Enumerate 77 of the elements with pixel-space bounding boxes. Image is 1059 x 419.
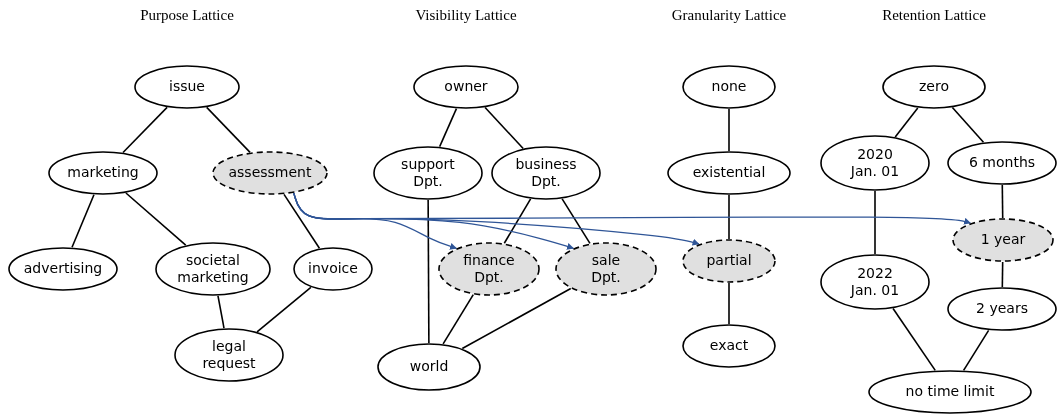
connector-line — [256, 286, 312, 333]
connector-line — [283, 193, 321, 250]
oval-node — [8, 247, 118, 291]
connector-line — [442, 293, 475, 345]
node-label: issue — [169, 78, 205, 96]
connector-line — [427, 199, 430, 344]
oval-node — [820, 135, 930, 191]
node-label: partial — [706, 252, 752, 270]
oval-node — [491, 146, 601, 200]
node-label: finance Dpt. — [462, 251, 516, 287]
connector-line — [894, 107, 919, 138]
node-label: 2 years — [976, 300, 1028, 318]
node-label: existential — [692, 164, 766, 182]
connector-line — [503, 198, 532, 245]
connector-line — [438, 107, 458, 148]
oval-node — [947, 141, 1057, 185]
connector-line — [122, 106, 168, 154]
connector-line — [951, 106, 985, 144]
node-label: assessment — [228, 164, 312, 182]
connector-line — [728, 194, 730, 240]
oval-node — [555, 242, 657, 296]
oval-node — [377, 343, 481, 391]
connector-line — [1001, 261, 1004, 288]
node-label: support Dpt. — [400, 155, 456, 191]
connector-line — [892, 307, 937, 372]
node-label: zero — [919, 78, 949, 96]
node-label: exact — [709, 337, 749, 355]
oval-node — [882, 65, 986, 109]
node-label: 6 months — [968, 154, 1036, 172]
node-label: societal marketing — [176, 251, 250, 287]
node-label: world — [409, 358, 449, 376]
lattice-title: Purpose Lattice — [140, 7, 234, 24]
connector-line — [71, 193, 95, 249]
connector-line — [561, 198, 591, 245]
node-label: business Dpt. — [514, 155, 578, 191]
oval-node — [134, 65, 240, 109]
connector-line — [125, 192, 187, 246]
connector-line — [217, 295, 225, 329]
oval-node — [682, 65, 776, 109]
oval-node — [868, 370, 1032, 414]
node-label: 2022 Jan. 01 — [850, 264, 900, 300]
oval-node — [212, 151, 328, 195]
connector-line — [461, 287, 572, 350]
arrow — [293, 192, 971, 225]
oval-node — [293, 247, 373, 291]
node-label: 1 year — [980, 231, 1026, 249]
connector-line — [205, 106, 251, 154]
oval-node — [155, 242, 271, 296]
lattice-title: Granularity Lattice — [671, 7, 787, 24]
node-label: invoice — [308, 260, 358, 278]
connector-line — [728, 108, 730, 152]
node-label: legal request — [201, 337, 257, 373]
oval-node — [438, 242, 540, 296]
node-label: advertising — [23, 260, 103, 278]
connector-line — [874, 190, 876, 255]
node-label: no time limit — [905, 383, 995, 401]
node-label: 2020 Jan. 01 — [850, 145, 900, 181]
oval-node — [174, 328, 284, 382]
node-label: owner — [444, 78, 488, 96]
oval-node — [413, 65, 519, 109]
oval-node — [947, 287, 1057, 331]
lattice-title: Retention Lattice — [882, 7, 986, 24]
oval-node — [373, 146, 483, 200]
oval-node — [682, 239, 776, 283]
oval-node — [952, 218, 1054, 262]
oval-node — [682, 324, 776, 368]
oval-node — [48, 151, 158, 195]
connector-line — [962, 329, 990, 372]
connector-line — [728, 282, 730, 325]
node-label: none — [711, 78, 747, 96]
connector-line — [484, 106, 524, 150]
node-label: marketing — [67, 164, 139, 182]
lattice-title: Visibility Lattice — [415, 7, 517, 24]
oval-node — [667, 151, 791, 195]
connector-line — [1001, 184, 1004, 219]
oval-node — [820, 254, 930, 310]
node-label: sale Dpt. — [590, 251, 622, 287]
